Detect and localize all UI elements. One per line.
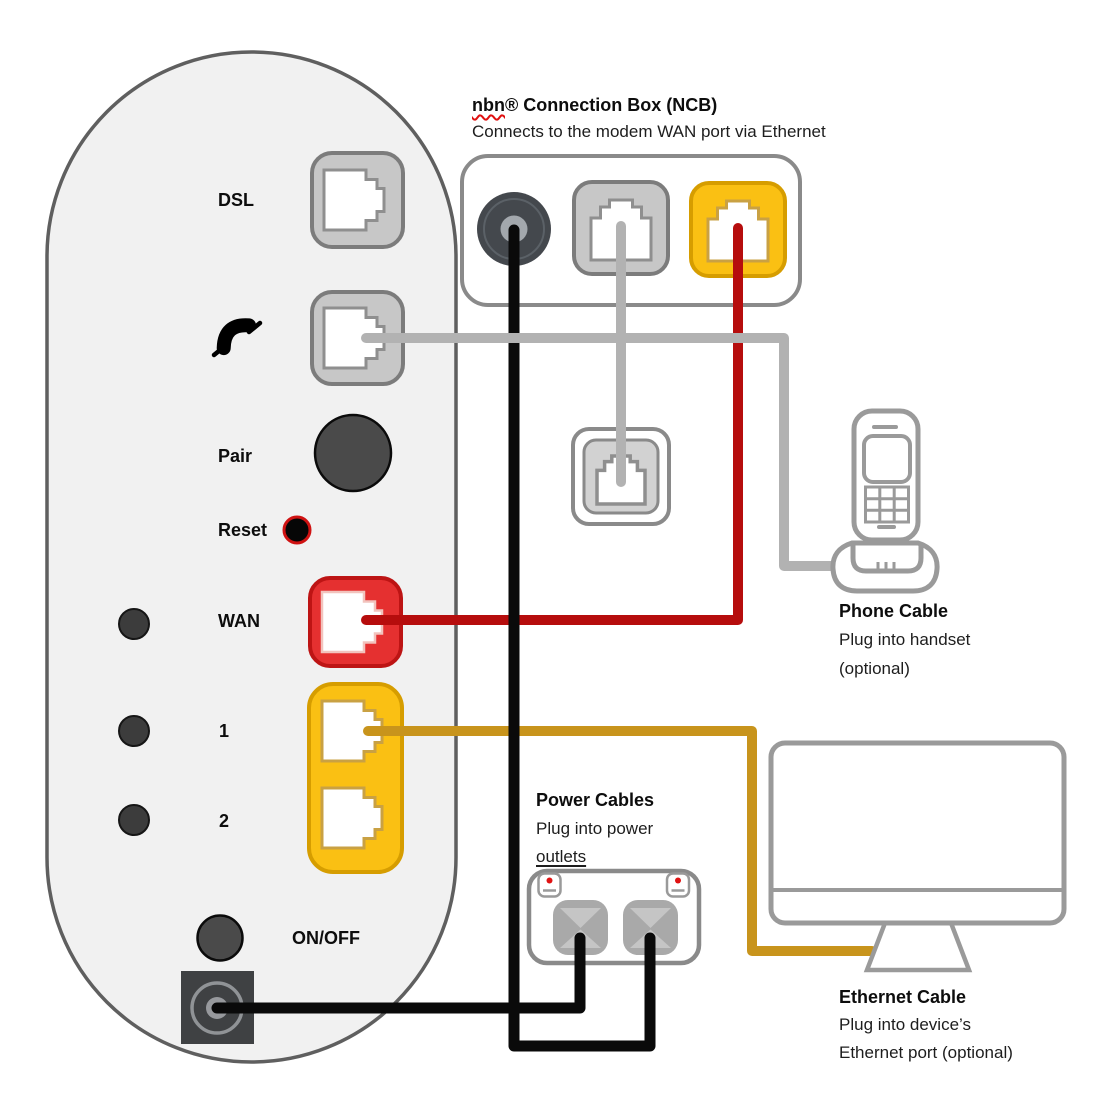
phone-cable-title: Phone Cable — [839, 601, 949, 621]
power-outlet — [526, 868, 702, 966]
onoff-button — [196, 914, 244, 962]
wan-label: WAN — [218, 611, 260, 631]
power-cables-line1: Plug into power — [536, 819, 654, 838]
red-ethernet-cable — [361, 223, 743, 625]
phone-receiver-icon — [211, 318, 263, 358]
lan-ports — [307, 682, 404, 874]
handset-cradle — [830, 540, 940, 594]
handset-keypad — [864, 485, 910, 524]
monitor-screen — [768, 740, 1067, 926]
ncb-subtitle: Connects to the modem WAN port via Ether… — [472, 122, 826, 141]
pair-label: Pair — [218, 446, 253, 466]
yellow-ethernet-cable — [363, 726, 877, 956]
lan1-label: 1 — [219, 721, 230, 741]
led-lan2 — [118, 804, 150, 836]
ncb-title: nbn® Connection Box (NCB) — [472, 95, 717, 116]
phone-cable-line1: Plug into handset — [839, 630, 971, 649]
modem-power-cable — [211, 932, 586, 1014]
power-cables-line2: outlets — [536, 847, 587, 866]
led-lan1 — [118, 715, 150, 747]
outlet-socket-right — [623, 900, 678, 955]
dsl-port — [310, 151, 405, 249]
wan-port — [308, 576, 403, 668]
phone-cable-line2: (optional) — [839, 659, 910, 678]
ncb-power-cable — [508, 224, 656, 1052]
modem — [45, 50, 458, 1064]
monitor-stand — [863, 920, 973, 973]
pair-button — [313, 413, 393, 493]
ethernet-cable-line2: Ethernet port (optional) — [839, 1043, 1013, 1062]
ncb-title-rest: ® Connection Box (NCB) — [505, 95, 718, 115]
handset — [851, 408, 921, 543]
power-cables-title: Power Cables — [536, 790, 655, 810]
reset-button — [282, 515, 312, 545]
onoff-label: ON/OFF — [292, 928, 360, 948]
lan2-label: 2 — [219, 811, 230, 831]
reset-label: Reset — [218, 520, 268, 540]
ethernet-cable-line1: Plug into device’s — [839, 1015, 971, 1034]
handset-screen — [862, 434, 912, 484]
phone-port — [310, 290, 405, 386]
outlet-switch-left — [537, 872, 562, 898]
outlet-switch-right — [665, 872, 691, 898]
ethernet-cable-title: Ethernet Cable — [839, 987, 967, 1007]
dsl-label: DSL — [218, 190, 254, 210]
ncb-brand: nbn — [472, 95, 505, 115]
phone-cable — [361, 333, 851, 571]
monitor — [768, 740, 1067, 973]
led-wan — [118, 608, 150, 640]
